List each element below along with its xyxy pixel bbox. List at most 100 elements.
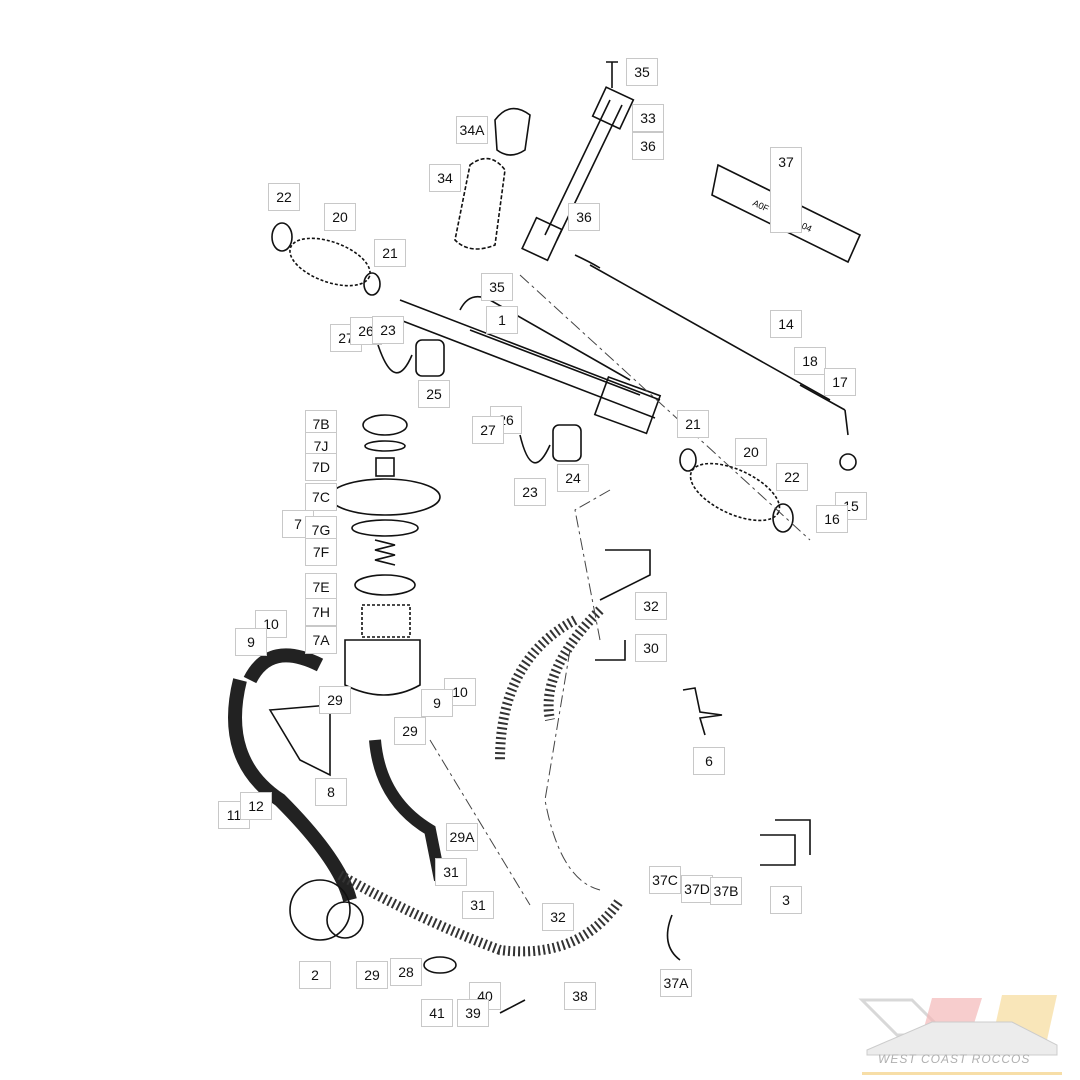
clamp-22-right [772,503,794,533]
callout-25: 25 [418,380,450,408]
callout-14: 14 [770,310,802,338]
callout-37c: 37C [649,866,681,894]
callout-1: 1 [486,306,518,334]
callout-27: 27 [472,416,504,444]
callout-24: 24 [557,464,589,492]
steering-shaft [544,99,623,241]
callout-35: 35 [626,58,658,86]
callout-7: 7 [282,510,314,538]
wcr-logo [858,995,1062,1075]
clamp-23-right [519,434,551,464]
callout-41: 41 [421,999,453,1027]
callout-7f: 7F [305,538,337,566]
clamp-21-left [363,272,381,296]
callout-22: 22 [776,463,808,491]
boot-34 [454,157,506,250]
pump-2 [289,879,351,941]
pipe-32 [595,549,651,661]
callout-23: 23 [372,316,404,344]
callout-38: 38 [564,982,596,1010]
callout-35: 35 [481,273,513,301]
callout-3: 3 [770,886,802,914]
spring-7f [374,539,396,566]
callout-37d: 37D [681,875,713,903]
callout-9: 9 [235,628,267,656]
valve-body [593,375,662,435]
cap-7b [362,414,408,436]
callout-18: 18 [794,347,826,375]
callout-33: 33 [632,104,664,132]
callout-34: 34 [429,164,461,192]
clip-37a [666,914,681,961]
callout-29: 29 [319,686,351,714]
callout-37: 37 [770,147,802,233]
callout-12: 12 [240,792,272,820]
callout-8: 8 [315,778,347,806]
reservoir-7a [344,639,421,696]
clamp-23-left [377,344,413,374]
bolt-39 [499,999,526,1014]
lid-7c [329,478,441,516]
bracket-3 [760,819,811,866]
seal-7j [364,440,406,452]
grease-tube [711,163,862,264]
pulley [326,901,364,939]
tie-rod-14 [574,254,831,401]
logo-text: WEST COAST ROCCOS [878,1052,1031,1066]
bush-24 [552,424,582,462]
boot-34a [494,107,531,156]
callout-20: 20 [735,438,767,466]
bracket-6 [682,687,723,736]
callout-2: 2 [299,961,331,989]
boot-20-left [289,237,371,287]
callout-6: 6 [693,747,725,775]
callout-20: 20 [324,203,356,231]
hose-return [228,648,357,902]
callout-17: 17 [824,368,856,396]
callout-16: 16 [816,505,848,533]
callout-7h: 7H [305,598,337,626]
hose-29a [369,739,446,882]
callout-36: 36 [568,203,600,231]
callout-30: 30 [635,634,667,662]
tie-rod-end [799,384,849,436]
bracket-8 [268,704,331,777]
dash-lines [429,274,811,906]
callout-22: 22 [268,183,300,211]
universal-joint-lower [521,216,563,262]
hose-32-30 [337,606,625,957]
nut-15 [839,453,857,471]
callout-29a: 29A [446,823,478,851]
clamp-22-left [271,222,293,252]
callout-21: 21 [677,410,709,438]
callout-9: 9 [421,689,453,717]
callout-32: 32 [542,903,574,931]
callout-23: 23 [514,478,546,506]
callout-37a: 37A [660,969,692,997]
callout-28: 28 [390,958,422,986]
callout-36: 36 [632,132,664,160]
callout-34a: 34A [456,116,488,144]
callout-7e: 7E [305,573,337,601]
boot-20-right [689,462,781,522]
universal-joint-upper [591,86,635,130]
callout-31: 31 [462,891,494,919]
ring-7g [351,519,419,537]
callout-21: 21 [374,239,406,267]
callout-29: 29 [394,717,426,745]
callout-31: 31 [435,858,467,886]
callout-32: 32 [635,592,667,620]
filter-7d [375,457,395,477]
bolt-35-top [606,61,618,88]
bush-25 [415,339,445,377]
callout-39: 39 [457,999,489,1027]
callout-7d: 7D [305,453,337,481]
callout-7a: 7A [305,626,337,654]
callout-37b: 37B [710,877,742,905]
clamp-21-right [679,448,697,472]
filter-7h [361,604,411,638]
clamp-41 [423,956,457,974]
callout-29: 29 [356,961,388,989]
steering-rack-housing [394,299,661,419]
